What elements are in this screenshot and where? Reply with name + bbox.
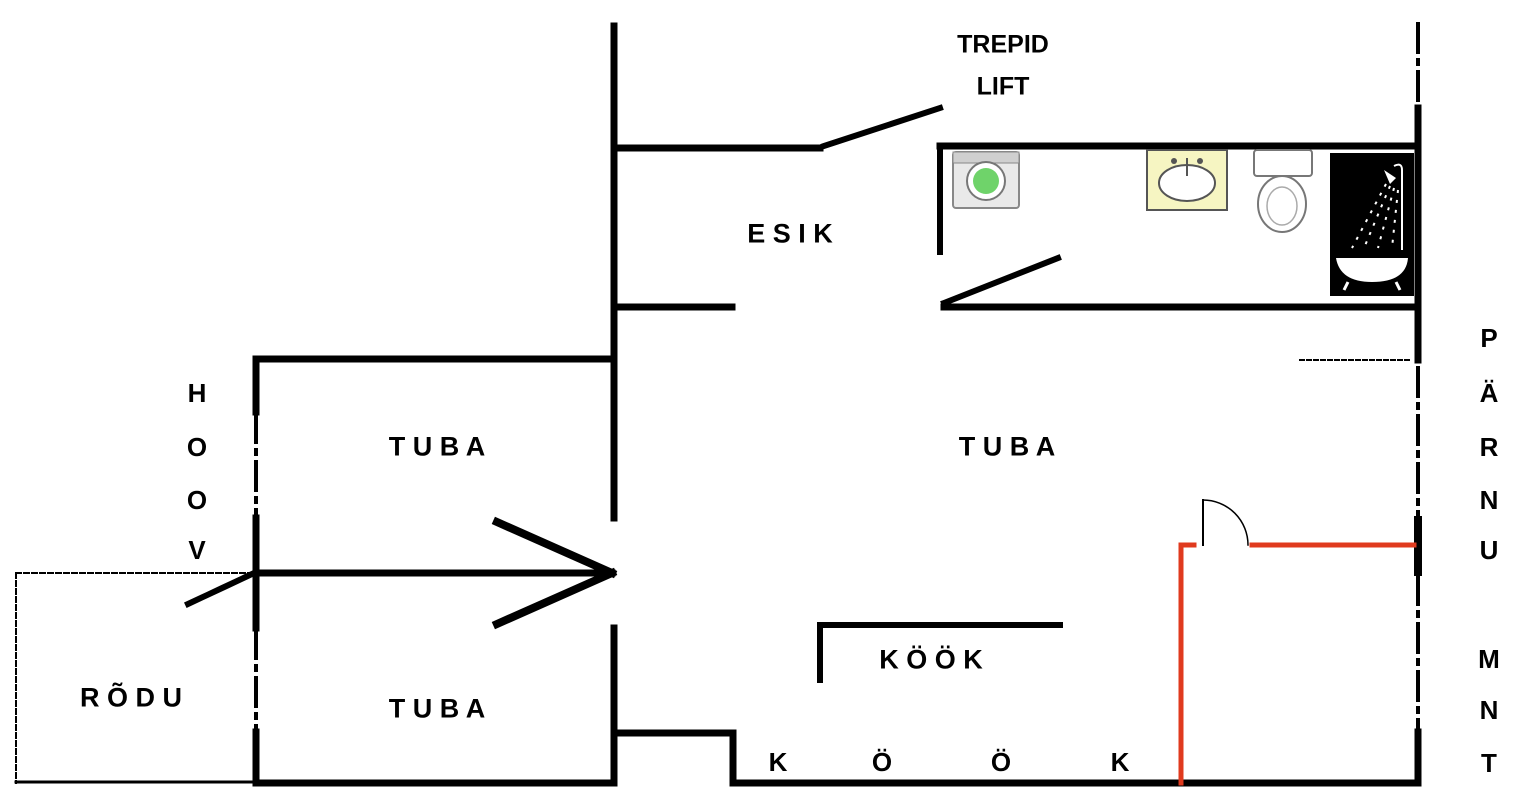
label-lift: LIFT (976, 72, 1030, 101)
label-parnu-1: P (1480, 323, 1498, 353)
label-hoov-2: O (186, 432, 208, 462)
label-kook-bottom-2: Ö (871, 747, 893, 777)
label-hoov-1: H (187, 378, 207, 408)
label-mnt-3: T (1481, 748, 1497, 778)
label-mnt-2: N (1479, 695, 1499, 725)
washing-machine-icon (952, 151, 1020, 209)
label-parnu-3: R (1479, 432, 1499, 462)
door-esik-leaf (820, 104, 944, 150)
label-kook-bottom-3: Ö (990, 747, 1012, 777)
label-tuba-center: T U B A (958, 431, 1056, 462)
label-hoov-4: V (188, 535, 206, 565)
label-kook-bottom-1: K (768, 747, 788, 777)
label-hoov-3: O (186, 485, 208, 515)
new-partition-red (1178, 542, 1417, 786)
shower-bathtub-icon (1330, 153, 1414, 296)
label-tuba-left-top: T U B A (388, 431, 486, 462)
door-swing-icon (1202, 499, 1249, 546)
label-kook-inner: K Ö Ö K (879, 644, 983, 675)
door-bath-leaf (940, 254, 1062, 307)
sink-icon (1146, 149, 1228, 211)
toilet-icon (1253, 149, 1313, 233)
label-parnu-5: U (1479, 535, 1499, 565)
label-parnu-4: N (1479, 485, 1499, 515)
label-rodu: R Õ D U (79, 682, 183, 713)
label-tuba-left-bottom: T U B A (388, 693, 486, 724)
balcony-door-leaf (184, 570, 256, 608)
label-kook-bottom-4: K (1110, 747, 1130, 777)
entrance-arrow-icon (252, 516, 618, 630)
label-esik: E S I K (747, 218, 833, 249)
label-parnu-2: Ä (1479, 378, 1499, 408)
label-mnt-1: M (1478, 644, 1500, 674)
label-trepid: TREPID (957, 30, 1049, 59)
